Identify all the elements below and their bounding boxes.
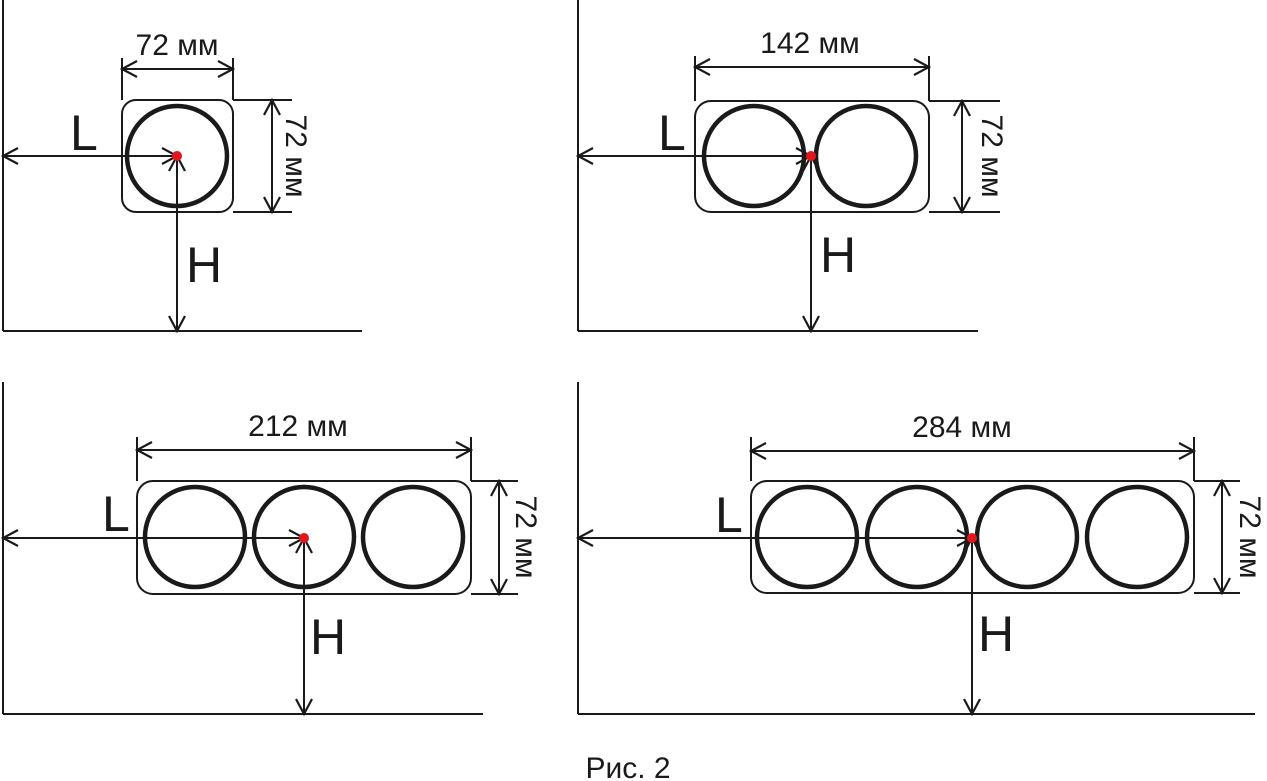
h-label: H (820, 227, 856, 283)
center-point (172, 151, 182, 161)
h-label: H (978, 606, 1014, 662)
indicator-circle (1084, 484, 1190, 590)
center-point (967, 533, 977, 543)
width-label: 212 мм (248, 410, 348, 443)
l-label: L (658, 105, 686, 161)
indicator-circle (813, 103, 919, 209)
l-label: L (102, 486, 130, 542)
l-label: L (70, 105, 98, 161)
h-label: H (186, 237, 222, 293)
width-label: 284 мм (912, 411, 1012, 444)
height-label: 72 мм (279, 115, 312, 198)
height-label: 72 мм (1233, 496, 1266, 579)
figure-caption: Рис. 2 (585, 752, 670, 781)
indicator-circle (360, 484, 466, 590)
center-point (806, 151, 816, 161)
h-label: H (310, 609, 346, 665)
panel-1: 72 мм 72 мм L H (3, 0, 362, 331)
indicator-circle (974, 484, 1080, 590)
height-label: 72 мм (975, 115, 1008, 198)
height-label: 72 мм (509, 496, 542, 579)
center-point (299, 533, 309, 543)
width-label: 72 мм (136, 29, 219, 62)
width-label: 142 мм (760, 27, 860, 60)
panel-2: 142 мм 72 мм L H (578, 0, 1008, 331)
panel-3: 212 мм 72 мм L H (3, 382, 542, 714)
panel-4: 284 мм 72 мм L H (578, 382, 1266, 714)
l-label: L (715, 487, 743, 543)
